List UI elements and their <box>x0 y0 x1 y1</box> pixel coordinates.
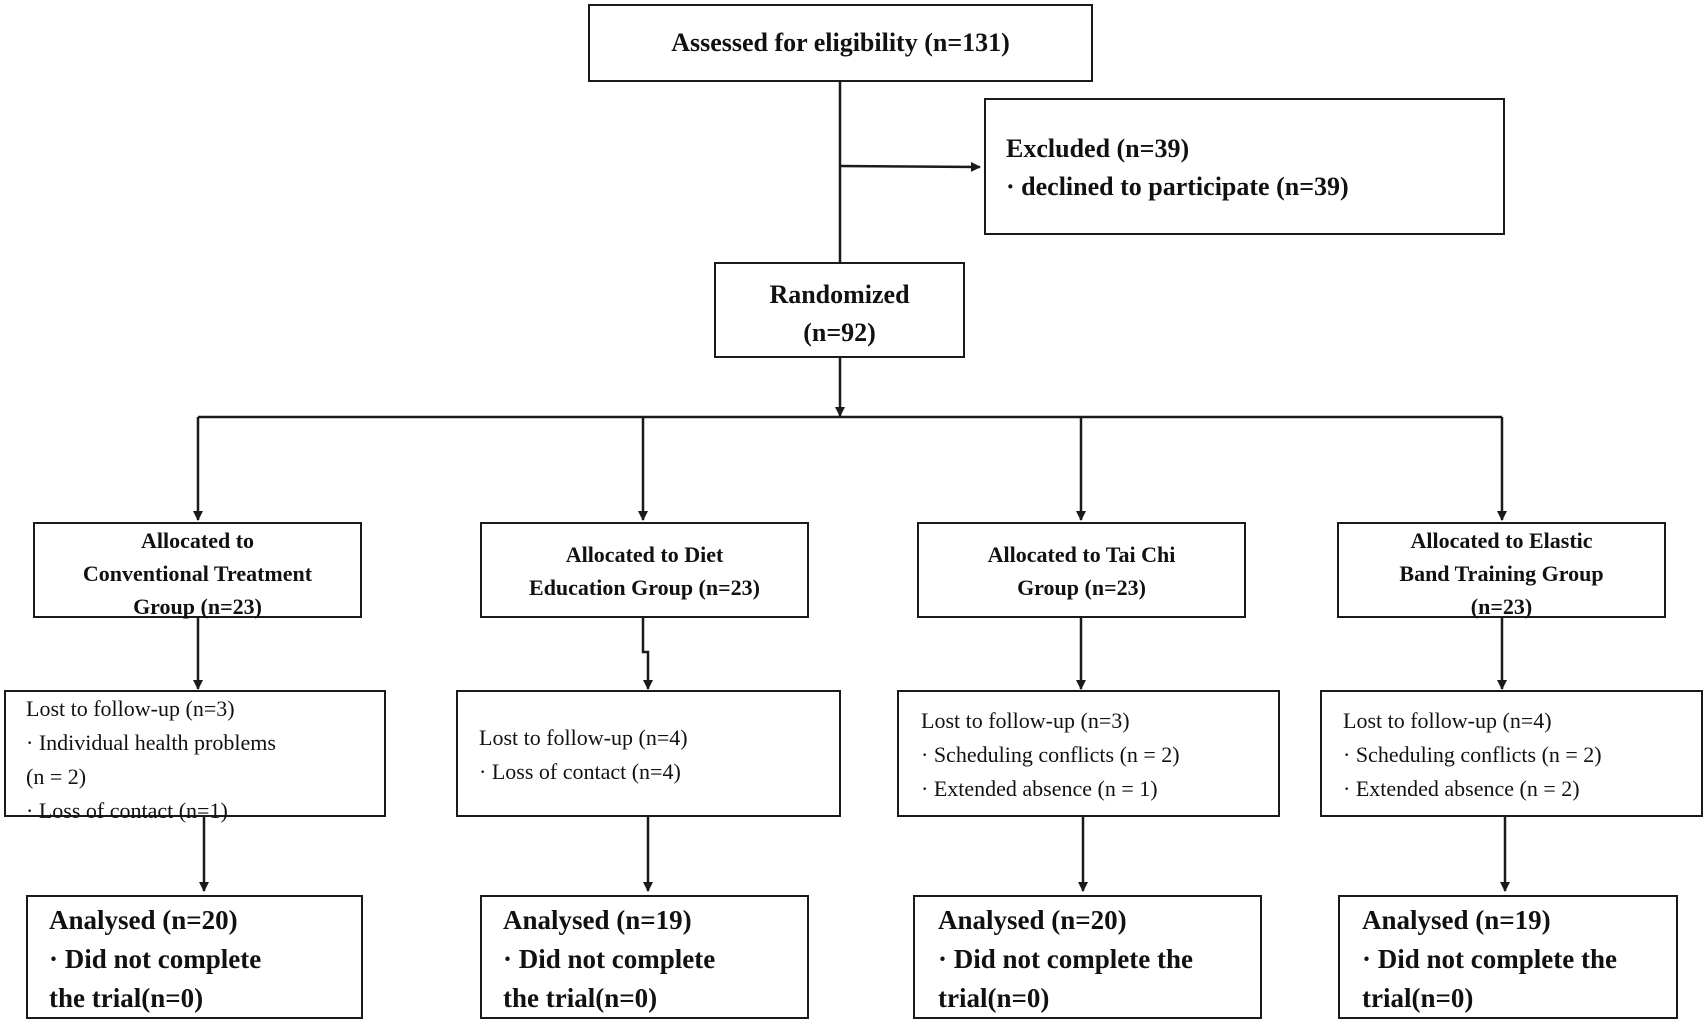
lost-line: · Scheduling conflicts (n = 2) <box>1343 742 1602 767</box>
allocation-line: Allocated to <box>140 528 255 553</box>
lost-followup-box-tai-chi: Lost to follow-up (n=3) · Scheduling con… <box>897 690 1280 817</box>
analysed-line: · Did not complete the <box>938 944 1193 974</box>
analysed-line: trial(n=0) <box>938 983 1050 1013</box>
analysed-line: trial(n=0) <box>1362 983 1474 1013</box>
allocation-box-elastic-band: Allocated to Elastic Band Training Group… <box>1337 522 1666 619</box>
allocation-line: (n=23) <box>1470 594 1533 619</box>
lost-line: Lost to follow-up (n=4) <box>1343 708 1552 733</box>
lost-line: · Extended absence (n = 1) <box>921 776 1158 801</box>
arrow-alloc-lost-2 <box>641 618 653 690</box>
assessed-box: Assessed for eligibility (n=131) <box>588 4 1093 82</box>
analysed-box-elastic-band: Analysed (n=19) · Did not complete the t… <box>1338 895 1678 1019</box>
lost-line: · Individual health problems <box>26 730 276 755</box>
lost-followup-box-elastic-band: Lost to follow-up (n=4) · Scheduling con… <box>1320 690 1703 817</box>
randomized-box: Randomized (n=92) <box>714 262 965 358</box>
analysed-line: Analysed (n=20) <box>938 905 1127 935</box>
allocation-line: Conventional Treatment <box>82 561 313 586</box>
allocation-line: Education Group (n=23) <box>529 575 760 600</box>
allocation-box-diet: Allocated to Diet Education Group (n=23) <box>480 522 809 618</box>
analysed-line: the trial(n=0) <box>49 983 204 1013</box>
lost-line: Lost to follow-up (n=4) <box>479 725 688 750</box>
analysed-box-tai-chi: Analysed (n=20) · Did not complete the t… <box>913 895 1262 1019</box>
allocation-line: Allocated to Elastic <box>1410 528 1593 553</box>
allocation-box-tai-chi: Allocated to Tai Chi Group (n=23) <box>917 522 1246 618</box>
allocation-line: Group (n=23) <box>133 594 262 619</box>
randomized-count: (n=92) <box>803 318 876 347</box>
lost-line: · Loss of contact (n=4) <box>479 759 681 784</box>
analysed-box-diet: Analysed (n=19) · Did not complete the t… <box>480 895 809 1019</box>
analysed-line: Analysed (n=19) <box>503 905 692 935</box>
analysed-line: the trial(n=0) <box>503 983 658 1013</box>
analysed-line: Analysed (n=19) <box>1362 905 1551 935</box>
allocation-line: Band Training Group <box>1399 561 1604 586</box>
excluded-reason: · declined to participate (n=39) <box>1006 172 1349 201</box>
allocation-line: Allocated to Tai Chi <box>987 542 1176 567</box>
excluded-title: Excluded (n=39) <box>1006 134 1190 163</box>
allocation-line: Allocated to Diet <box>565 542 724 567</box>
lost-line: Lost to follow-up (n=3) <box>26 696 235 721</box>
analysed-line: · Did not complete the <box>1362 944 1617 974</box>
lost-followup-box-diet: Lost to follow-up (n=4) · Loss of contac… <box>456 690 841 817</box>
analysed-box-conventional: Analysed (n=20) · Did not complete the t… <box>26 895 363 1019</box>
lost-line: · Loss of contact (n=1) <box>26 798 228 823</box>
assessed-text: Assessed for eligibility (n=131) <box>671 28 1010 57</box>
randomized-label: Randomized <box>769 280 910 309</box>
arrow-to-excluded <box>839 161 981 172</box>
lost-line: · Scheduling conflicts (n = 2) <box>921 742 1180 767</box>
analysed-line: Analysed (n=20) <box>49 905 238 935</box>
lost-line: Lost to follow-up (n=3) <box>921 708 1130 733</box>
excluded-box: Excluded (n=39) · declined to participat… <box>984 98 1505 235</box>
lost-line: · Extended absence (n = 2) <box>1343 776 1580 801</box>
lost-line: (n = 2) <box>26 764 87 789</box>
allocation-line: Group (n=23) <box>1017 575 1146 600</box>
lost-followup-box-conventional: Lost to follow-up (n=3) · Individual hea… <box>4 690 386 823</box>
analysed-line: · Did not complete <box>503 944 716 974</box>
analysed-line: · Did not complete <box>49 944 262 974</box>
allocation-box-conventional: Allocated to Conventional Treatment Grou… <box>33 522 362 619</box>
